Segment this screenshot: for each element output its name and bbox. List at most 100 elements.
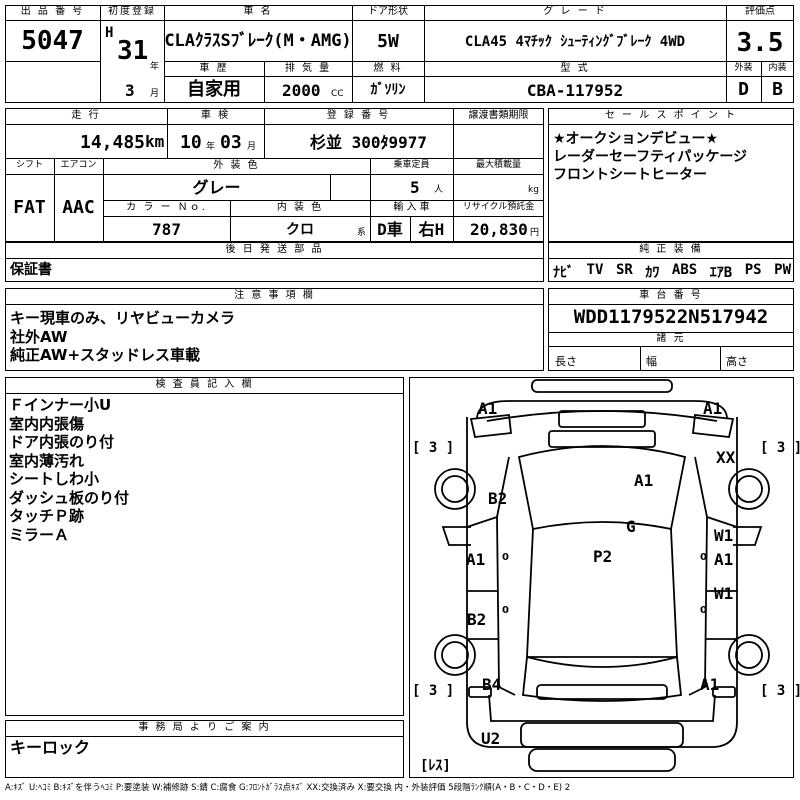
equipment-box xyxy=(548,242,794,282)
score-label: 評価点 xyxy=(745,6,775,17)
capacity-unit: 人 xyxy=(434,185,444,195)
inspection-month-unit: 月 xyxy=(247,142,257,152)
damage-mark: B2 xyxy=(488,489,508,508)
history: 自家用 xyxy=(187,79,241,100)
rear-bumper xyxy=(528,748,676,772)
int-color-label: 内 装 色 xyxy=(276,202,324,213)
tire-tread-rear-left: [ 3 ] xyxy=(412,683,455,699)
capacity-label: 乗車定員 xyxy=(393,160,430,170)
vehicle-details xyxy=(5,108,544,242)
notes-list: キー現車のみ、リヤビューカメラ 社外AW 純正AW+スタッドレス車載 xyxy=(10,309,235,365)
office-text: キーロック xyxy=(10,738,91,757)
chassis-box xyxy=(548,288,794,371)
ac-label: エアコン xyxy=(60,160,97,170)
front-bumper xyxy=(531,379,673,393)
notes-box xyxy=(5,288,544,371)
office-box xyxy=(5,720,404,778)
load-label: 最大積載量 xyxy=(475,160,521,170)
inspection-year: 10 xyxy=(180,132,202,153)
int-color: クロ xyxy=(286,222,314,238)
yen-unit: 円 xyxy=(530,228,540,238)
damage-mark: A1 xyxy=(478,399,498,418)
svg-text:0: 0 xyxy=(700,552,707,563)
wheel-rear-left xyxy=(434,634,476,676)
delivery-label: 後 日 発 送 部 品 xyxy=(225,244,324,255)
steering: 右H xyxy=(418,220,445,239)
first-reg-label: 初度登録 xyxy=(108,6,156,17)
plate-label: 登 録 番 号 xyxy=(326,110,391,121)
rear-trunk xyxy=(536,684,668,700)
sales-point: フロントシートヒーター xyxy=(553,167,707,183)
equipment-item: TV xyxy=(586,262,604,278)
rear-window xyxy=(522,655,682,702)
fuel-label: 燃 料 xyxy=(373,63,403,74)
model: CBA-117952 xyxy=(526,81,624,100)
doors-label: ドア形状 xyxy=(368,6,408,17)
damage-mark: B2 xyxy=(467,610,487,629)
equipment-item: PS xyxy=(744,262,762,278)
width-label: 幅 xyxy=(646,355,657,368)
chassis-number: WDD1179522N517942 xyxy=(573,306,769,328)
svg-text:0: 0 xyxy=(700,605,707,616)
damage-mark: P2 xyxy=(593,547,613,566)
model-label: 型 式 xyxy=(560,63,590,74)
color-label: 外 装 色 xyxy=(213,160,260,171)
car-name: CLAｸﾗｽSﾌﾞﾚｰｸ(M・AMG) xyxy=(164,31,352,51)
sales-points-label: セ ー ル ス ポ イ ン ト xyxy=(604,110,738,121)
fuel: ｶﾞｿﾘﾝ xyxy=(370,82,406,98)
damage-mark: U2 xyxy=(481,729,501,748)
tire-tread-front-left: [ 3 ] xyxy=(412,440,455,456)
equipment-item: ABS xyxy=(671,262,698,278)
damage-mark: W1 xyxy=(714,584,734,603)
damage-mark: A1 xyxy=(634,471,654,490)
notes-label: 注 意 事 項 欄 xyxy=(234,290,315,301)
sales-points-box xyxy=(548,108,794,242)
wheel-front-left xyxy=(434,468,476,510)
note-line: 純正AW+スタッドレス車載 xyxy=(10,346,201,364)
car-diagram: 0 0 0 0 xyxy=(434,379,770,772)
wheel-front-right xyxy=(728,468,770,510)
tire-tread-front-right: [ 3 ] xyxy=(760,440,800,456)
inspector-line: ミラーＡ xyxy=(9,525,70,544)
km-unit: km xyxy=(145,132,165,151)
chassis-label: 車 台 番 号 xyxy=(639,290,703,301)
spare-tire: [ﾚｽ] xyxy=(420,758,451,774)
equipment-item: ﾅﾋﾞ xyxy=(553,265,574,281)
capacity: 5 xyxy=(410,178,420,197)
inspector-box xyxy=(5,377,404,716)
shift: FAT xyxy=(13,197,46,218)
damage-mark: G xyxy=(626,517,636,536)
color-no: 787 xyxy=(152,220,181,239)
equipment-item: ｴｱB xyxy=(709,265,733,281)
transfer-label: 譲渡書類期限 xyxy=(468,110,529,121)
lot-number: 5047 xyxy=(21,26,84,56)
equipment-item: PW xyxy=(774,262,791,278)
inspector-line: シートしわ小 xyxy=(9,470,100,488)
reg-year-unit: 年 xyxy=(150,62,160,72)
equipment-item: SR xyxy=(615,262,633,278)
right-headlight xyxy=(692,414,735,438)
note-line: キー現車のみ、リヤビューカメラ xyxy=(10,309,236,327)
windshield xyxy=(517,445,687,531)
color-no-label: カ ラ ー Ｎｏ. xyxy=(126,202,207,213)
equipment-label: 純 正 装 備 xyxy=(639,244,703,255)
int-label: 内装 xyxy=(768,63,787,73)
mileage: 14,485 xyxy=(80,132,146,153)
car-name-label: 車 名 xyxy=(243,6,273,17)
legend: A:ｷｽﾞ U:ﾍｺﾐ B:ｷｽﾞを伴うﾍｺﾐ P:要塗装 W:補修跡 S:錆 … xyxy=(5,783,571,793)
inspector-line: Ｆインナー小U xyxy=(9,396,112,414)
displacement: 2000 xyxy=(282,81,321,100)
score: 3.5 xyxy=(736,28,784,58)
ext-grade: D xyxy=(738,79,749,100)
int-grade: B xyxy=(772,79,783,100)
cc-unit: CC xyxy=(331,89,344,99)
era: H xyxy=(105,25,114,41)
damage-mark: B4 xyxy=(482,675,502,694)
kei-unit: 系 xyxy=(357,228,367,238)
svg-text:0: 0 xyxy=(502,552,509,563)
sales-points-list: ★オークションデビュー★ レーダーセーフティパッケージ フロントシートヒーター xyxy=(553,130,747,184)
car-diagram-box xyxy=(409,377,794,778)
damage-mark: A1 xyxy=(466,550,486,569)
damage-mark: A1 xyxy=(714,550,734,569)
wheel-rear-right xyxy=(728,634,770,676)
